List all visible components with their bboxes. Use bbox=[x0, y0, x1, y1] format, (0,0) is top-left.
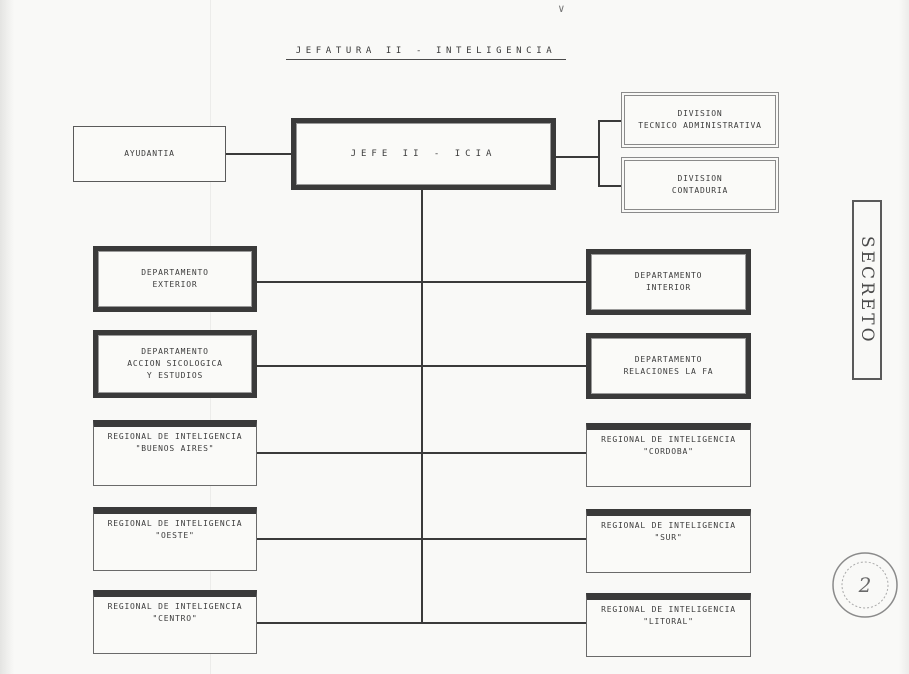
departamento-exterior-line-1: DEPARTAMENTO bbox=[141, 268, 209, 277]
connector-division-bottom bbox=[598, 185, 622, 187]
division-contaduria-line-1: DIVISION bbox=[677, 174, 723, 183]
division-tecnico-box: DIVISION TECNICO ADMINISTRATIVA bbox=[621, 92, 779, 148]
regional-centro-line-2: "CENTRO" bbox=[152, 614, 198, 623]
departamento-accion-line-3: Y ESTUDIOS bbox=[146, 371, 204, 380]
connector-row-1 bbox=[256, 281, 586, 283]
connector-row-3 bbox=[256, 452, 586, 454]
connector-division-top bbox=[598, 120, 622, 122]
connector-main-trunk bbox=[421, 190, 423, 623]
regional-litoral-box: REGIONAL DE INTELIGENCIA "LITORAL" bbox=[586, 593, 751, 657]
secreto-stamp-text: SECRETO bbox=[857, 235, 877, 345]
regional-oeste-line-2: "OESTE" bbox=[155, 531, 195, 540]
departamento-accion-line-2: ACCION SICOLOGICA bbox=[127, 359, 223, 368]
connector-ayudantia bbox=[226, 153, 292, 155]
regional-buenos-aires-line-2: "BUENOS AIRES" bbox=[135, 444, 215, 453]
departamento-relaciones-box: DEPARTAMENTO RELACIONES LA FA bbox=[586, 333, 751, 399]
seal-mark: 2 bbox=[858, 573, 872, 597]
scan-shade-right bbox=[899, 0, 909, 674]
connector-divisions-bracket bbox=[598, 120, 600, 186]
regional-cordoba-line-2: "CORDOBA" bbox=[643, 447, 694, 456]
regional-centro-line-1: REGIONAL DE INTELIGENCIA bbox=[107, 602, 243, 611]
division-tecnico-line-1: DIVISION bbox=[677, 109, 723, 118]
regional-centro-box: REGIONAL DE INTELIGENCIA "CENTRO" bbox=[93, 590, 257, 654]
regional-cordoba-box: REGIONAL DE INTELIGENCIA "CORDOBA" bbox=[586, 423, 751, 487]
connector-row-4 bbox=[256, 538, 586, 540]
departamento-interior-line-1: DEPARTAMENTO bbox=[634, 271, 703, 280]
regional-buenos-aires-box: REGIONAL DE INTELIGENCIA "BUENOS AIRES" bbox=[93, 420, 257, 486]
regional-litoral-line-2: "LITORAL" bbox=[643, 617, 694, 626]
regional-oeste-box: REGIONAL DE INTELIGENCIA "OESTE" bbox=[93, 507, 257, 571]
departamento-relaciones-line-1: DEPARTAMENTO bbox=[634, 355, 703, 364]
jefe-box: JEFE II - ICIA bbox=[291, 118, 556, 190]
regional-litoral-line-1: REGIONAL DE INTELIGENCIA bbox=[601, 605, 736, 614]
departamento-interior-box: DEPARTAMENTO INTERIOR bbox=[586, 249, 751, 315]
connector-row-5 bbox=[256, 622, 586, 624]
ayudantia-box: AYUDANTIA bbox=[73, 126, 226, 182]
departamento-interior-line-2: INTERIOR bbox=[646, 283, 691, 292]
departamento-relaciones-line-2: RELACIONES LA FA bbox=[623, 367, 714, 376]
division-contaduria-line-2: CONTADURIA bbox=[671, 186, 729, 195]
scan-shade-left bbox=[0, 0, 14, 674]
departamento-exterior-line-2: EXTERIOR bbox=[152, 280, 198, 289]
connector-divisions-stem bbox=[556, 156, 598, 158]
round-seal-stamp: 2 bbox=[832, 552, 898, 618]
ayudantia-label: AYUDANTIA bbox=[124, 149, 175, 158]
division-contaduria-box: DIVISION CONTADURIA bbox=[621, 157, 779, 213]
secreto-stamp: SECRETO bbox=[852, 200, 882, 380]
departamento-accion-box: DEPARTAMENTO ACCION SICOLOGICA Y ESTUDIO… bbox=[93, 330, 257, 398]
stray-mark: ∨ bbox=[558, 2, 565, 15]
division-tecnico-line-2: TECNICO ADMINISTRATIVA bbox=[638, 121, 762, 130]
departamento-accion-line-1: DEPARTAMENTO bbox=[141, 347, 209, 356]
regional-sur-line-2: "SUR" bbox=[654, 533, 683, 542]
jefe-label: JEFE II - ICIA bbox=[350, 149, 497, 159]
departamento-exterior-box: DEPARTAMENTO EXTERIOR bbox=[93, 246, 257, 312]
regional-sur-box: REGIONAL DE INTELIGENCIA "SUR" bbox=[586, 509, 751, 573]
connector-row-2 bbox=[256, 365, 586, 367]
regional-cordoba-line-1: REGIONAL DE INTELIGENCIA bbox=[601, 435, 736, 444]
document-title: JEFATURA II - INTELIGENCIA bbox=[286, 46, 566, 60]
regional-buenos-aires-line-1: REGIONAL DE INTELIGENCIA bbox=[107, 432, 243, 441]
regional-sur-line-1: REGIONAL DE INTELIGENCIA bbox=[601, 521, 736, 530]
regional-oeste-line-1: REGIONAL DE INTELIGENCIA bbox=[107, 519, 243, 528]
